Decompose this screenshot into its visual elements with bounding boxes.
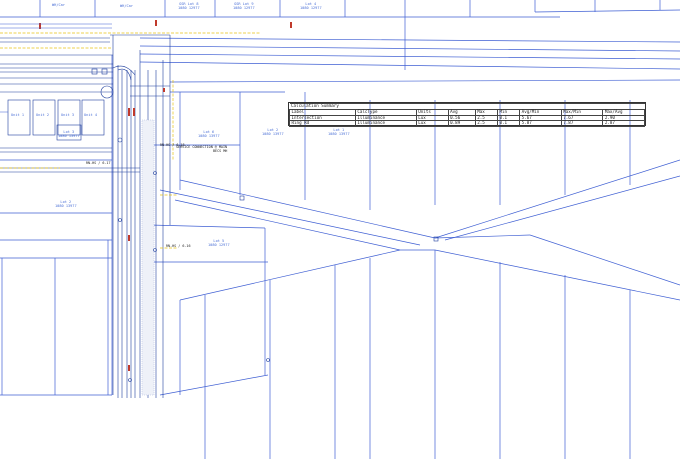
table-cell: 5.87 [519,120,562,128]
unit-label: Unit 4 [84,113,97,117]
lot-label: WH/Car [52,3,65,7]
lot-name: Lot 6 [203,130,215,134]
table-cell: 7.87 [560,120,604,128]
table-cell: 0.89 [447,120,476,128]
lot-number: 1080 13977 [328,132,350,137]
becs-mh-note: BECS MH [213,149,228,153]
lot-number: 1080 13977 [58,134,80,139]
lot-number: 1080 12977 [300,6,322,11]
rn-hs-note: RN-HS / 6-18 [160,143,185,147]
lot-name: WH/Car [52,3,65,7]
table-cell: Lux [415,120,449,128]
lot-label: GSR Lot 9 1080 12977 [233,2,255,11]
left-grid [0,23,112,113]
rn-hs-note: RN-HS / 6-17 [86,161,111,165]
table-cell: 2.87 [602,120,645,128]
lot-label: WH/Car [120,4,133,8]
lot-name: Lot 2 [267,128,279,132]
lot-name: Lot 5 [213,239,225,243]
lot-label: GSR Lot 8 1080 12977 [178,2,200,11]
table-cell: 0.1 [496,120,521,128]
lot-label: Lot 2 1080 13977 [55,200,77,209]
lot-label: Lot 2 1080 13977 [262,128,284,137]
lot-label: Lot 1 1080 13977 [328,128,350,137]
lot-name: GSR Lot 8 [179,2,199,6]
lot-name: Lot 3 [63,130,75,134]
lot-name: GSR Lot 9 [234,2,254,6]
calculation-summary-table: Calculation Summary Label CalcType Units… [288,102,646,128]
unit-name: Unit 3 [61,113,74,117]
lot-label: Lot 3 1080 13977 [58,130,80,139]
gas-lines [0,32,260,249]
lot-name: Lot 1 [333,128,345,132]
rn-hs-note: RN-HS / 6-16 [166,244,191,248]
electric-markers [39,20,292,371]
unit-label: Unit 3 [61,113,74,117]
lot-label: Lot 6 1080 13977 [198,130,220,139]
lot-name: WH/Car [120,4,133,8]
unit-name: Unit 1 [11,113,24,117]
lot-name: Lot 4 [305,2,317,6]
lot-number: 1080 12977 [178,6,200,11]
unit-name: Unit 2 [36,113,49,117]
lot-label: Lot 5 1080 12977 [208,239,230,248]
lot-number: 1080 13977 [262,132,284,137]
table-row: Ring Rd Illuminance Lux 0.89 2.5 0.1 5.8… [289,120,645,128]
lot-number: 1080 12977 [208,243,230,248]
fixtures [91,68,439,382]
unit-label: Unit 2 [36,113,49,117]
lot-number: 1080 12977 [233,6,255,11]
easement-strip [141,119,155,396]
utility-corridor [0,34,171,398]
lot-number: 1080 13977 [198,134,220,139]
table-cell: 2.5 [474,120,498,128]
table-cell: Illuminance [354,120,417,128]
unit-name: Unit 4 [84,113,97,117]
lot-number: 1080 13977 [55,204,77,209]
unit-label: Unit 1 [11,113,24,117]
service-connection-note: SERVICE CONNECTION @ MAIN [176,145,228,149]
building-footprints [0,91,112,153]
calc-summary-grid: Calculation Summary Label CalcType Units… [289,103,645,128]
lot-name: Lot 2 [60,200,72,204]
table-cell: Ring Rd [289,120,356,128]
lot-label: Lot 4 1080 12977 [300,2,322,11]
